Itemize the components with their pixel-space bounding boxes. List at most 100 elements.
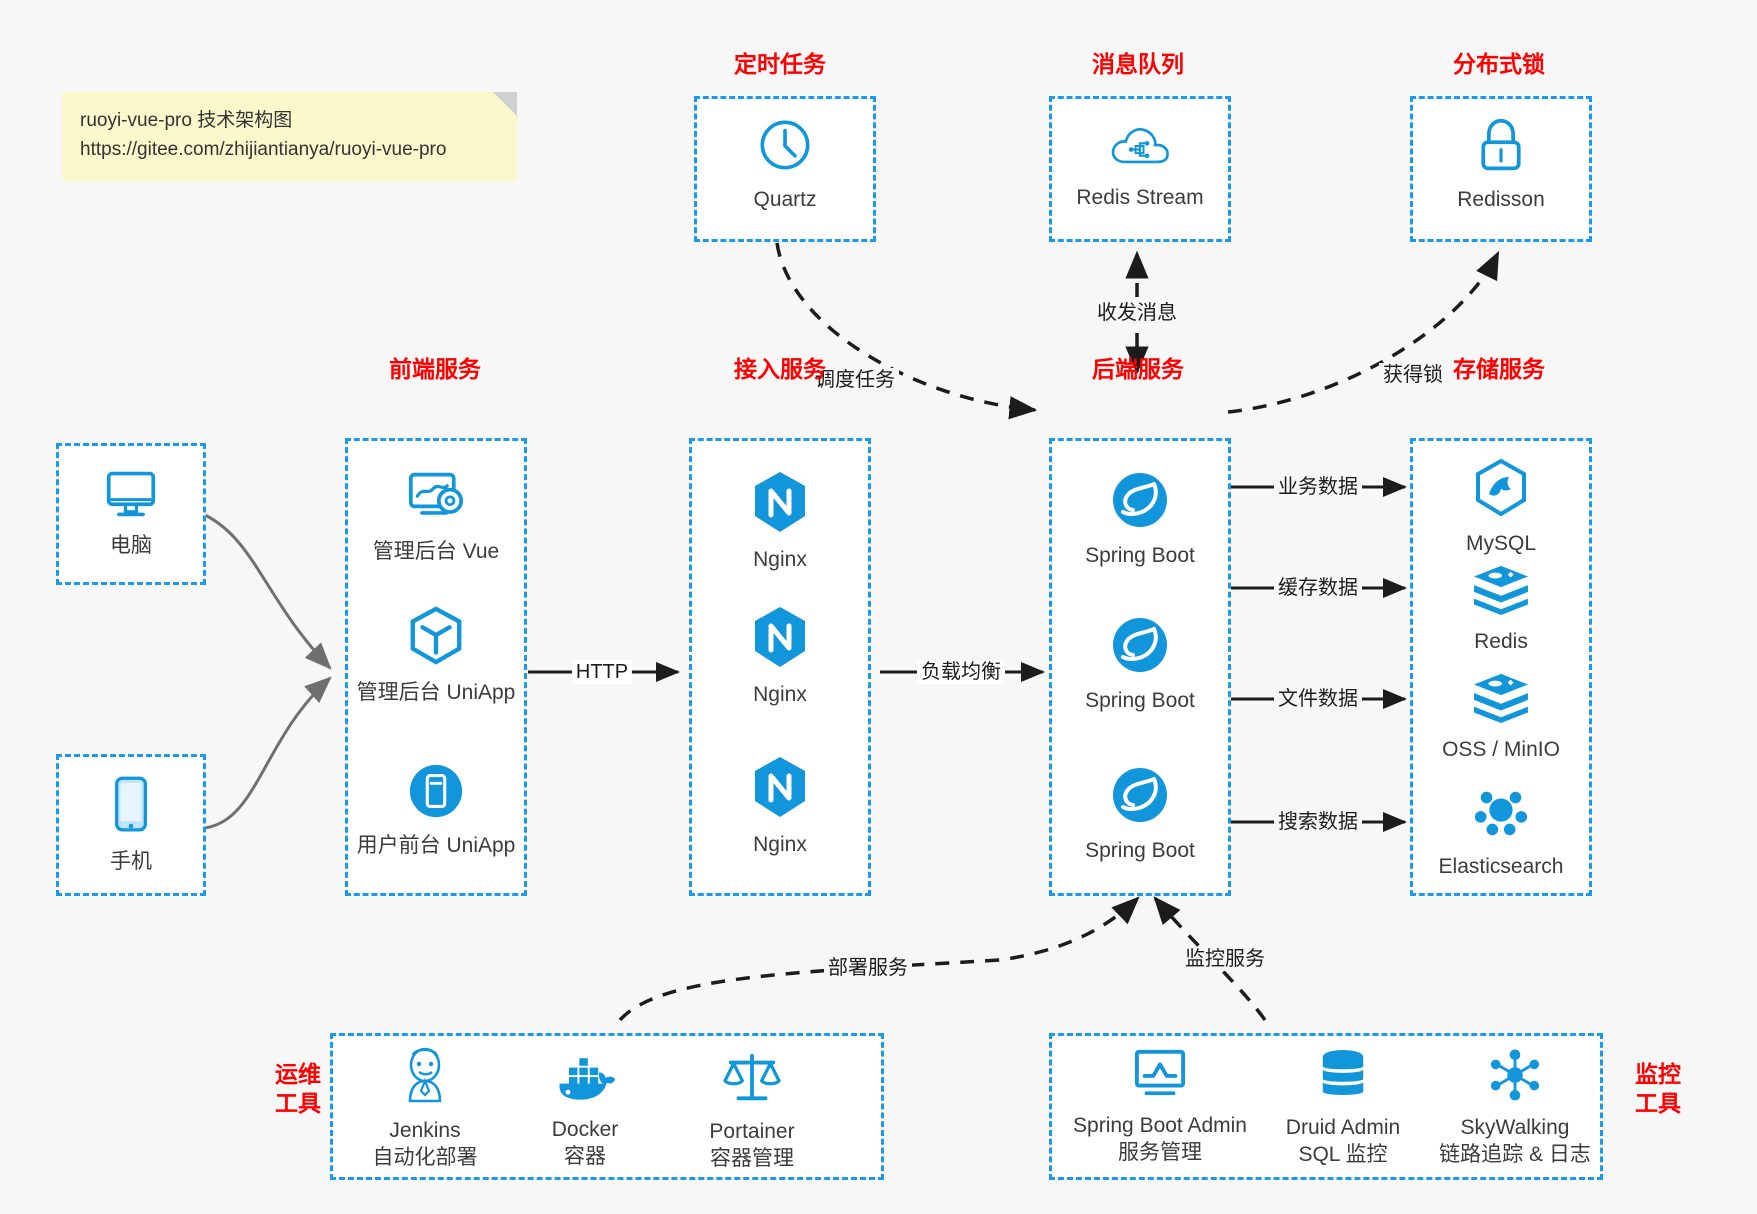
node-label: Portainer (709, 1120, 795, 1143)
group-title-lock: 分布式锁 (1453, 51, 1545, 77)
node-phone[interactable]: 手机 (66, 774, 196, 875)
node-sublabel: 服务管理 (1118, 1141, 1202, 1165)
node-mysql[interactable]: MySQL (1415, 458, 1587, 557)
node-redis[interactable]: Redis (1415, 564, 1587, 655)
nginx-icon (751, 470, 809, 539)
group-title-backend: 后端服务 (1092, 356, 1184, 382)
mobile-phone-icon (109, 774, 153, 841)
node-jenkins[interactable]: Jenkins 自动化部署 (345, 1045, 505, 1172)
lock-icon (1473, 116, 1529, 179)
node-portainer[interactable]: Portainer 容器管理 (672, 1050, 832, 1173)
group-box-devops (330, 1033, 884, 1180)
node-nginx-3[interactable]: Nginx (699, 755, 861, 858)
group-title-frontend: 前端服务 (389, 356, 481, 382)
node-label: Jenkins (389, 1119, 461, 1142)
node-oss-minio[interactable]: OSS / MinIO (1415, 672, 1587, 763)
node-redisson[interactable]: Redisson (1420, 116, 1582, 213)
node-elasticsearch[interactable]: Elasticsearch (1415, 785, 1587, 880)
node-admin-uniapp[interactable]: 管理后台 UniApp (350, 605, 522, 706)
group-title-gateway: 接入服务 (734, 356, 826, 382)
spring-boot-icon (1110, 615, 1170, 680)
elasticsearch-icon (1472, 785, 1530, 846)
node-label: Nginx (753, 833, 807, 856)
node-admin-vue[interactable]: 管理后台 Vue (350, 470, 522, 565)
edge-label-http: HTTP (571, 660, 633, 684)
node-label: SkyWalking (1460, 1116, 1570, 1139)
node-user-uniapp[interactable]: 用户前台 UniApp (350, 762, 522, 859)
desktop-monitor-icon (101, 468, 161, 525)
sticky-note: ruoyi-vue-pro 技术架构图 https://gitee.com/zh… (62, 92, 517, 181)
edge-label-cache-data: 缓存数据 (1274, 576, 1362, 600)
node-label: Elasticsearch (1438, 855, 1564, 878)
node-sublabel: SQL 监控 (1298, 1143, 1388, 1167)
node-quartz[interactable]: Quartz (704, 116, 866, 213)
node-spring-boot-3[interactable]: Spring Boot (1054, 765, 1226, 864)
node-spring-boot-admin[interactable]: Spring Boot Admin 服务管理 (1065, 1048, 1255, 1167)
node-label: Docker (551, 1118, 619, 1141)
edge-label-acquire-lock: 获得锁 (1379, 363, 1447, 387)
group-title-devops-line1: 运维 (275, 1061, 321, 1087)
dashboard-gear-icon (405, 470, 467, 531)
group-title-monitor: 监控 工具 (1618, 1060, 1698, 1118)
note-url: https://gitee.com/zhijiantianya/ruoyi-vu… (80, 139, 447, 161)
node-sublabel: 容器管理 (710, 1147, 794, 1171)
group-title-monitor-line1: 监控 (1635, 1061, 1681, 1087)
edge-label-send-receive-message: 收发消息 (1093, 301, 1181, 325)
note-fold-corner (493, 92, 517, 116)
note-title: ruoyi-vue-pro 技术架构图 (80, 110, 293, 131)
group-title-devops-line2: 工具 (275, 1089, 321, 1116)
group-box-mq (1049, 96, 1231, 242)
node-label: 手机 (110, 850, 152, 873)
node-label: 电脑 (110, 534, 152, 557)
edge-label-search-data: 搜索数据 (1274, 810, 1362, 834)
uniapp-cube-icon (406, 605, 466, 672)
edge-label-load-balance: 负载均衡 (917, 660, 1005, 684)
node-label: MySQL (1465, 532, 1536, 555)
spring-boot-icon (1110, 470, 1170, 535)
oss-minio-icon (1470, 672, 1532, 729)
node-label: Nginx (753, 683, 807, 706)
node-nginx-2[interactable]: Nginx (699, 605, 861, 708)
database-icon (1317, 1048, 1369, 1107)
node-sublabel: 容器 (564, 1145, 606, 1169)
node-computer[interactable]: 电脑 (66, 468, 196, 559)
edge-label-business-data: 业务数据 (1274, 475, 1362, 499)
node-label: Redis (1474, 630, 1528, 653)
docker-icon (552, 1052, 618, 1109)
redis-icon (1470, 564, 1532, 621)
clock-icon (756, 116, 814, 179)
node-label: 管理后台 Vue (372, 540, 500, 563)
portainer-scales-icon (721, 1050, 783, 1111)
group-title-scheduler: 定时任务 (734, 51, 826, 77)
group-title-mq: 消息队列 (1092, 51, 1184, 77)
edge-label-schedule-task: 调度任务 (811, 368, 899, 392)
node-label: OSS / MinIO (1442, 738, 1560, 761)
group-title-storage: 存储服务 (1453, 356, 1545, 382)
mysql-icon (1473, 458, 1529, 523)
node-nginx-1[interactable]: Nginx (699, 470, 861, 573)
node-sublabel: 自动化部署 (372, 1146, 478, 1170)
group-title-monitor-line2: 工具 (1635, 1089, 1681, 1116)
monitor-chart-icon (1131, 1048, 1189, 1105)
node-sublabel: 链路追踪 & 日志 (1439, 1143, 1591, 1167)
node-label: Nginx (753, 548, 807, 571)
node-label: 管理后台 UniApp (356, 681, 516, 704)
cloud-stream-icon (1109, 120, 1171, 177)
node-redis-stream[interactable]: Redis Stream (1059, 120, 1221, 211)
node-spring-boot-2[interactable]: Spring Boot (1054, 615, 1226, 714)
node-label: Redis Stream (1076, 186, 1204, 209)
node-skywalking[interactable]: SkyWalking 链路追踪 & 日志 (1430, 1048, 1600, 1169)
node-spring-boot-1[interactable]: Spring Boot (1054, 470, 1226, 569)
node-docker[interactable]: Docker 容器 (505, 1052, 665, 1171)
node-label: 用户前台 UniApp (356, 834, 516, 857)
node-label: Spring Boot (1085, 689, 1195, 712)
node-label: Spring Boot (1085, 839, 1195, 862)
edge-label-monitor-service: 监控服务 (1181, 947, 1269, 971)
node-label: Quartz (753, 188, 817, 211)
edge-label-deploy-service: 部署服务 (824, 956, 912, 980)
group-title-devops: 运维 工具 (258, 1060, 338, 1118)
node-label: Spring Boot (1085, 544, 1195, 567)
nginx-icon (751, 605, 809, 674)
node-druid-admin[interactable]: Druid Admin SQL 监控 (1263, 1048, 1423, 1169)
